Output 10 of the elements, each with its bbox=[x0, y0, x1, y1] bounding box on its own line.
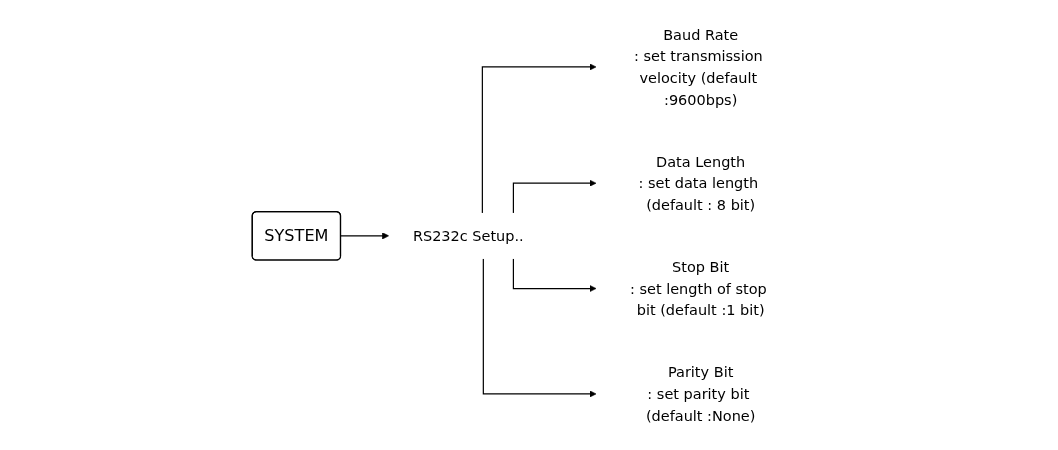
node-text: Data Length : set data length (default : 8 bit) bbox=[638, 153, 759, 214]
node-text: RS232c Setup.. bbox=[413, 227, 524, 245]
arrow bbox=[483, 258, 597, 398]
arrow bbox=[513, 258, 597, 293]
node-text: Baud Rate : set transmission velocity (default :9600bps) bbox=[634, 25, 763, 108]
arrow bbox=[482, 63, 597, 214]
arrow bbox=[513, 179, 597, 214]
node-text: Parity Bit : set parity bit (default :None) bbox=[646, 363, 756, 425]
arrow bbox=[340, 232, 390, 240]
node-text: Stop Bit : set length of stop bit (default :1 bit) bbox=[630, 258, 768, 319]
